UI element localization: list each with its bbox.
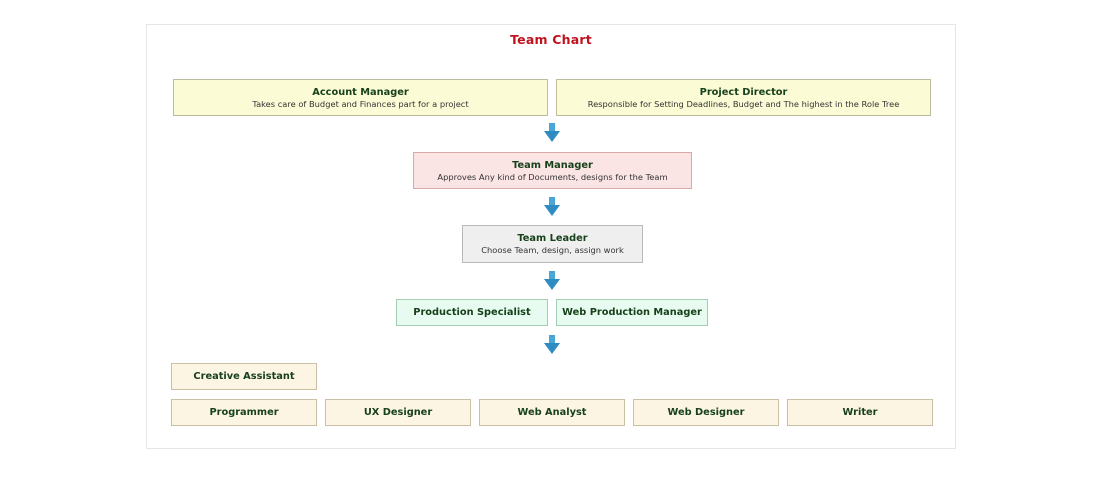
project-director-title: Project Director bbox=[699, 86, 788, 98]
creative-assistant-box: Creative Assistant bbox=[171, 363, 317, 390]
staff-title: Web Designer bbox=[667, 407, 745, 418]
account-manager-desc: Takes care of Budget and Finances part f… bbox=[252, 98, 469, 109]
web-production-manager-title: Web Production Manager bbox=[562, 307, 702, 318]
project-director-box: Project Director Responsible for Setting… bbox=[556, 79, 931, 116]
team-leader-title: Team Leader bbox=[517, 233, 588, 244]
staff-box-ux-designer: UX Designer bbox=[325, 399, 471, 426]
production-specialist-title: Production Specialist bbox=[413, 307, 531, 318]
staff-title: Writer bbox=[842, 407, 878, 418]
staff-title: UX Designer bbox=[363, 407, 433, 418]
project-director-desc: Responsible for Setting Deadlines, Budge… bbox=[587, 98, 900, 109]
staff-box-web-designer: Web Designer bbox=[633, 399, 779, 426]
chart-title: Team Chart bbox=[510, 32, 592, 47]
team-manager-box: Team Manager Approves Any kind of Docume… bbox=[413, 152, 692, 189]
web-production-manager-box: Web Production Manager bbox=[556, 299, 708, 326]
arrow-down-icon bbox=[544, 123, 560, 142]
creative-assistant-title: Creative Assistant bbox=[193, 371, 295, 382]
staff-box-programmer: Programmer bbox=[171, 399, 317, 426]
team-leader-box: Team Leader Choose Team, design, assign … bbox=[462, 225, 643, 263]
account-manager-box: Account Manager Takes care of Budget and… bbox=[173, 79, 548, 116]
arrow-down-icon bbox=[544, 271, 560, 290]
arrow-down-icon bbox=[544, 197, 560, 216]
staff-title: Programmer bbox=[209, 407, 279, 418]
staff-box-web-analyst: Web Analyst bbox=[479, 399, 625, 426]
arrow-down-icon bbox=[544, 335, 560, 354]
team-chart-panel: Team Chart Account Manager Takes care of… bbox=[146, 24, 956, 449]
team-leader-desc: Choose Team, design, assign work bbox=[481, 245, 624, 255]
team-manager-title: Team Manager bbox=[512, 159, 593, 171]
team-manager-desc: Approves Any kind of Documents, designs … bbox=[437, 171, 668, 182]
staff-title: Web Analyst bbox=[517, 407, 587, 418]
production-specialist-box: Production Specialist bbox=[396, 299, 548, 326]
staff-box-writer: Writer bbox=[787, 399, 933, 426]
account-manager-title: Account Manager bbox=[312, 86, 409, 98]
